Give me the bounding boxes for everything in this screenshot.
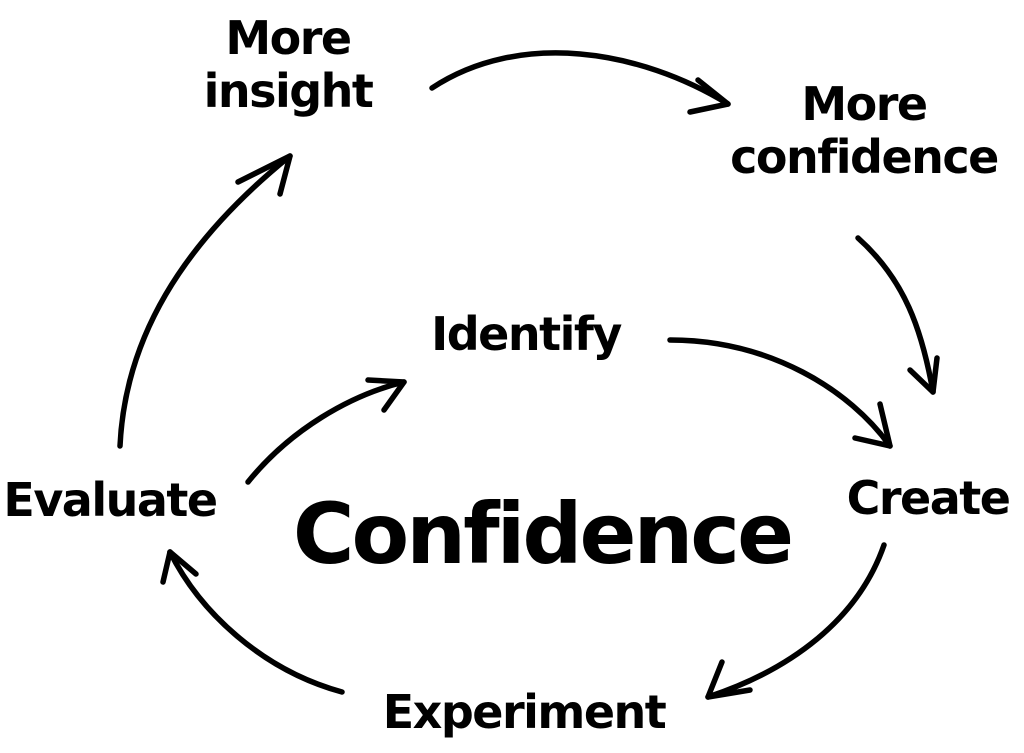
node-more-confidence: More confidence <box>722 78 1006 184</box>
node-experiment: Experiment <box>374 686 674 739</box>
center-label: Confidence <box>262 486 822 583</box>
arrow-evaluate-to-identify <box>245 377 407 485</box>
node-evaluate: Evaluate <box>0 474 220 527</box>
node-experiment-label: Experiment <box>382 685 667 739</box>
arrow-evaluate-to-insight <box>117 153 293 449</box>
node-identify: Identify <box>424 308 628 361</box>
arrow-insight-to-confidence <box>429 50 731 115</box>
arrow-experiment-to-evaluate <box>160 549 345 695</box>
arrow-identify-to-create <box>667 337 893 449</box>
node-more-insight-line-2: insight <box>203 63 374 118</box>
node-more-confidence-line-1: More <box>801 77 928 131</box>
node-more-confidence-line-2: confidence <box>730 129 999 184</box>
arrow-create-to-experiment <box>705 542 887 700</box>
arrow-confidence-to-create <box>855 235 940 395</box>
node-create-label: Create <box>846 471 1011 525</box>
node-more-insight-line-1: More <box>225 11 352 65</box>
node-more-insight: More insight <box>196 12 380 118</box>
node-evaluate-label: Evaluate <box>3 473 218 527</box>
node-create: Create <box>838 472 1018 525</box>
node-identify-label: Identify <box>431 307 622 361</box>
center-label-text: Confidence <box>292 485 794 583</box>
